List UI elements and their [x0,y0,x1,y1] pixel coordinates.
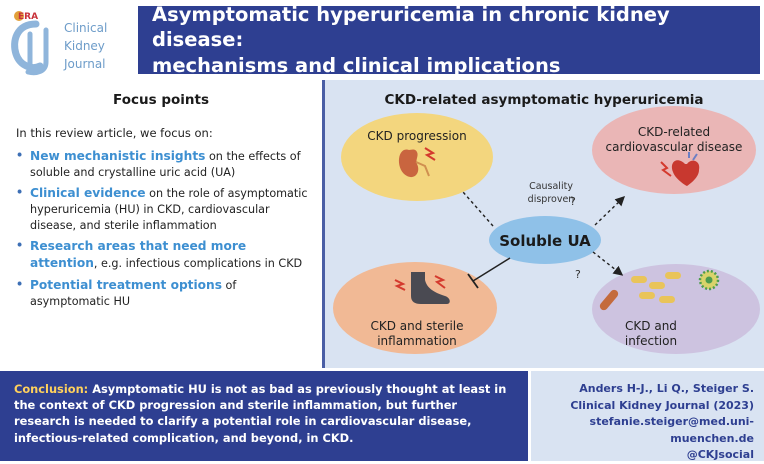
infection-label-2: infection [625,334,677,348]
virus-icon [698,269,720,291]
bullet-icon: • [16,186,24,200]
focus-point: • Clinical evidence on the role of asympt… [16,185,316,233]
conclusion-body: Asymptomatic HU is not as bad as previou… [14,382,507,445]
cardiovascular-label-1: CKD-related [638,125,710,139]
focus-point-text: , e.g. infectious complications in CKD [93,256,303,270]
cardiovascular-label-2: cardiovascular disease [606,140,743,154]
era-dot-icon [14,11,24,21]
citation-authors: Anders H-J., Li Q., Steiger S. [579,382,754,395]
heart-icon [660,152,700,186]
title-line-2: mechanisms and clinical implications [152,53,561,77]
logo-line-2: Kidney [64,39,105,53]
diagram-heading: CKD-related asymptomatic hyperuricemia [384,92,703,108]
citation-email[interactable]: stefanie.steiger@med.uni-muenchen.de [589,415,754,445]
page-title: Asymptomatic hyperuricemia in chronic ki… [138,2,760,78]
citation-box: Anders H-J., Li Q., Steiger S. Clinical … [531,371,764,461]
cv-arrow [594,196,626,226]
soluble-ua-node [489,216,601,264]
focus-point-text: of asymptomatic HU [30,278,237,308]
infection-label-1: CKD and [625,319,677,333]
logo-line-1: Clinical [64,21,107,35]
focus-point-highlight: New mechanistic insights [30,149,206,163]
diagram-panel: CKD-related asymptomatic hyperuricemia C… [325,80,764,368]
focus-point-highlight: Potential treatment options [30,277,222,292]
causality-label-1: Causality [529,181,573,192]
sterile-inflammation-label-2: inflammation [377,334,457,348]
focus-panel: Focus points In this review article, we … [0,80,322,368]
lightning-icon [394,279,406,291]
focus-intro: In this review article, we focus on: [16,126,213,140]
cv-question-mark: ? [570,195,576,208]
infection-arrow [592,251,624,276]
ckd-progression-label: CKD progression [367,129,466,143]
conclusion-label: Conclusion: [14,382,89,396]
soluble-ua-label: Soluble UA [499,232,591,250]
causality-label-2: disproven [528,194,575,205]
inhibition-bar [467,273,479,289]
focus-point-text: on the effects of soluble and crystallin… [30,150,301,179]
focus-point-text: on the role of asymptomatic hyperuricemi… [30,187,308,232]
lightning-icon [660,161,672,177]
cardiovascular-node [592,106,756,194]
foot-icon [394,272,450,304]
title-line-1: Asymptomatic hyperuricemia in chronic ki… [152,2,670,52]
logo-c-shape [11,20,44,71]
inhibition-link [472,257,511,282]
focus-point-highlight: Research areas that need more attention [30,239,247,270]
bullet-icon: • [16,239,24,253]
ckj-logo: ERA Clinical Kidney Journal [11,11,107,76]
lightning-icon [424,147,436,161]
citation-social[interactable]: @CKJsocial [686,448,754,461]
header: ERA Clinical Kidney Journal Asymptomatic… [0,0,764,80]
lightning-icon [434,275,446,289]
infection-node [592,264,760,354]
logo-line-3: Journal [63,57,106,71]
kidney-icon [398,147,436,178]
era-mark: ERA [18,12,38,22]
citation-journal: Clinical Kidney Journal (2023) [570,398,754,412]
focus-list: • New mechanistic insights on the effects… [16,148,316,314]
bacteria-icon [599,272,681,311]
focus-heading: Focus points [113,92,209,108]
logo-j-shape [25,27,49,76]
infection-question-mark: ? [575,268,581,281]
mechanism-diagram: CKD-related asymptomatic hyperuricemia C… [333,92,760,354]
focus-point: • Research areas that need more attention… [16,238,316,272]
panel-divider [322,80,325,368]
title-banner: Asymptomatic hyperuricemia in chronic ki… [138,3,760,77]
conclusion-text: Conclusion: Asymptomatic HU is not as ba… [0,371,528,456]
focus-point: • Potential treatment options of asymptom… [16,277,316,309]
causality-link [462,191,494,227]
sterile-inflammation-node [333,262,497,354]
bullet-icon: • [16,277,24,291]
focus-point-highlight: Clinical evidence [30,186,146,201]
conclusion-box: Conclusion: Asymptomatic HU is not as ba… [0,371,528,461]
focus-point: • New mechanistic insights on the effects… [16,148,316,180]
bullet-icon: • [16,149,24,162]
sterile-inflammation-label-1: CKD and sterile [370,319,463,333]
